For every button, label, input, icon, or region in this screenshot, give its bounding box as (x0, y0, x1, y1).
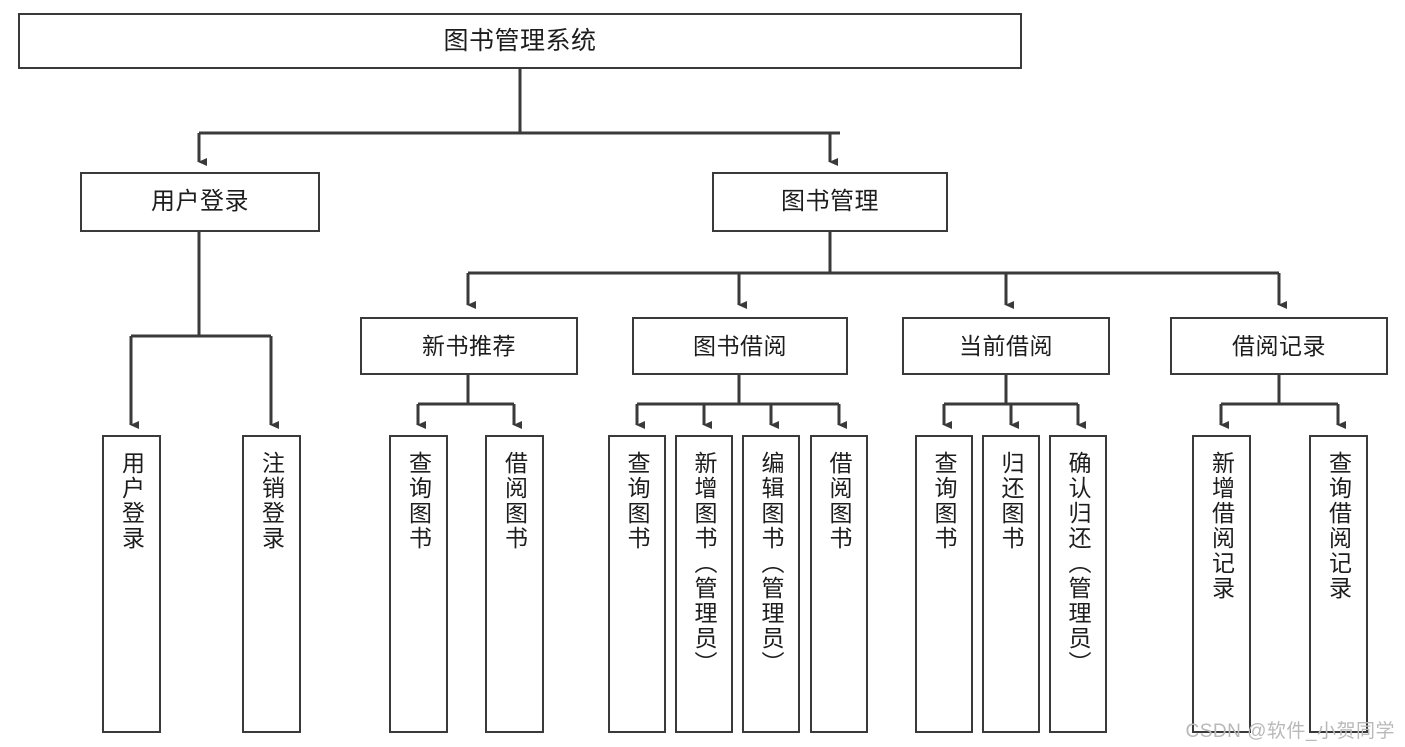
leaf-user-login-login[interactable]: 用户登录 (102, 435, 161, 733)
csdn-watermark: CSDN @软件_小贺同学 (1185, 721, 1395, 742)
node-user-login[interactable]: 用户登录 (80, 172, 320, 232)
node-label: 用户登录 (151, 188, 249, 216)
node-new-book-recommend[interactable]: 新书推荐 (360, 317, 578, 375)
leaf-current-return-book[interactable]: 归还图书 (982, 435, 1040, 733)
node-label: 用户登录 (118, 451, 145, 551)
leaf-user-login-logout[interactable]: 注销登录 (242, 435, 301, 733)
node-book-borrow[interactable]: 图书借阅 (632, 317, 848, 375)
node-label: 新增借阅记录 (1208, 451, 1235, 601)
leaf-records-query-record[interactable]: 查询借阅记录 (1309, 435, 1368, 733)
leaf-current-query-book[interactable]: 查询图书 (915, 435, 973, 733)
leaf-borrow-edit-book-admin[interactable]: 编辑图书（管理员） (742, 435, 800, 733)
node-label: 当前借阅 (959, 332, 1053, 359)
node-label: 确认归还（管理员） (1065, 451, 1092, 676)
node-label: 编辑图书（管理员） (758, 451, 785, 676)
node-label: 新增图书（管理员） (691, 451, 718, 676)
leaf-borrow-add-book-admin[interactable]: 新增图书（管理员） (675, 435, 733, 733)
leaf-borrow-query-book[interactable]: 查询图书 (608, 435, 666, 733)
node-label: 查询图书 (405, 451, 432, 551)
node-label: 借阅记录 (1232, 332, 1326, 359)
node-label: 借阅图书 (826, 451, 853, 551)
node-label: 注销登录 (258, 451, 285, 551)
node-label: 借阅图书 (501, 451, 528, 551)
node-book-management[interactable]: 图书管理 (712, 172, 948, 232)
node-root-system[interactable]: 图书管理系统 (18, 13, 1022, 69)
node-label: 图书管理 (781, 188, 879, 216)
leaf-borrow-borrow-book[interactable]: 借阅图书 (810, 435, 868, 733)
node-label: 图书借阅 (693, 332, 787, 359)
leaf-records-add-record[interactable]: 新增借阅记录 (1192, 435, 1251, 733)
node-label: 查询借阅记录 (1325, 451, 1352, 601)
leaf-new-book-borrow[interactable]: 借阅图书 (485, 435, 544, 733)
node-label: 查询图书 (624, 451, 651, 551)
node-label: 查询图书 (931, 451, 958, 551)
leaf-new-book-query[interactable]: 查询图书 (389, 435, 448, 733)
node-label: 新书推荐 (422, 332, 516, 359)
node-label: 图书管理系统 (443, 26, 597, 55)
node-borrow-records[interactable]: 借阅记录 (1170, 317, 1388, 375)
node-current-borrow[interactable]: 当前借阅 (902, 317, 1110, 375)
node-label: 归还图书 (998, 451, 1025, 551)
leaf-current-confirm-return-admin[interactable]: 确认归还（管理员） (1049, 435, 1107, 733)
